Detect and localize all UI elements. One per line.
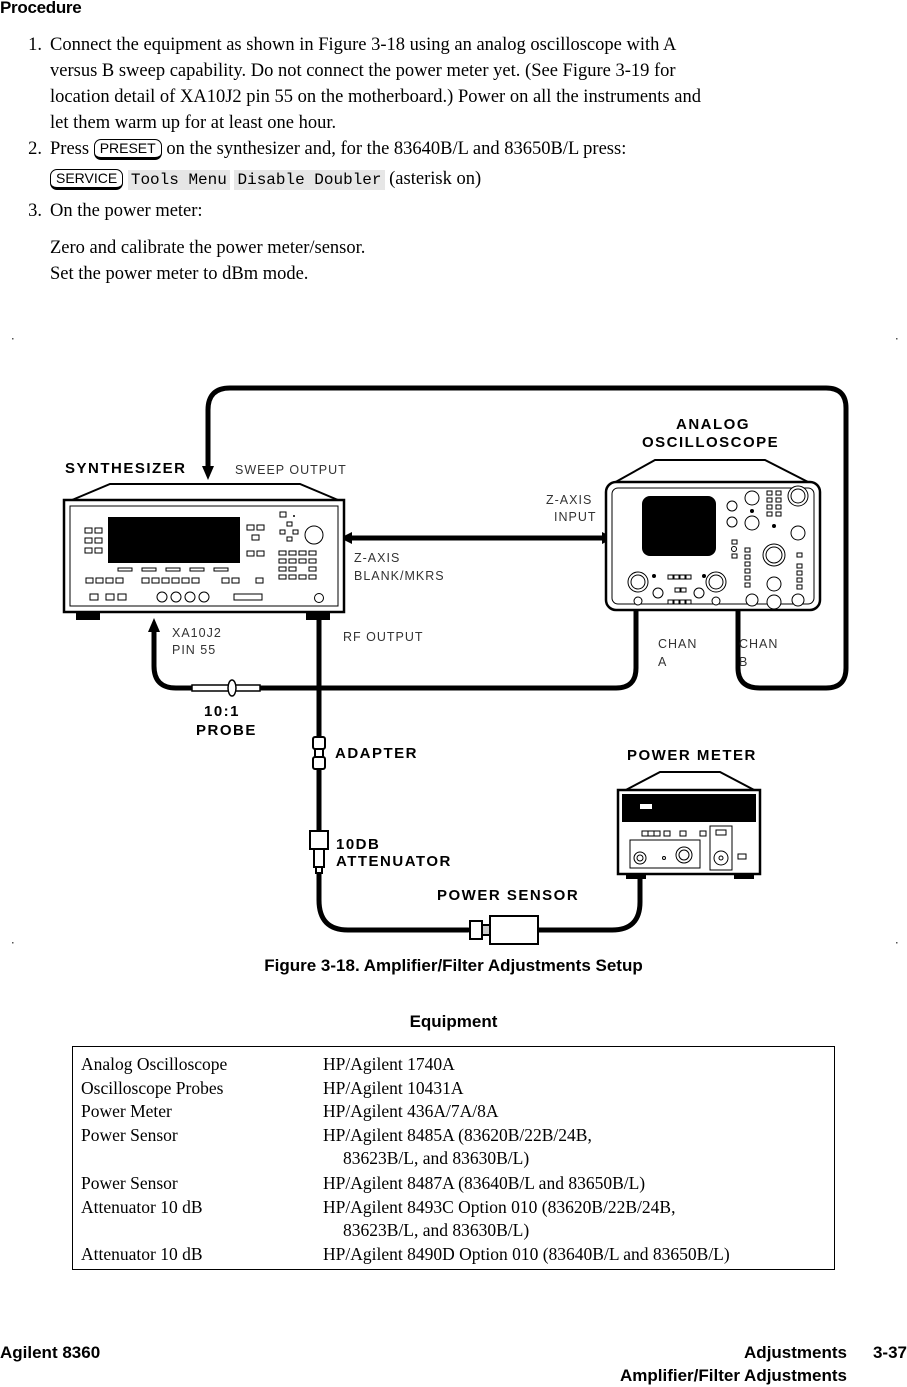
- equipment-name: Attenuator 10 dB: [81, 1244, 203, 1264]
- step-body: Connect the equipment as shown in Figure…: [50, 32, 907, 136]
- note-line: Zero and calibrate the power meter/senso…: [50, 238, 366, 258]
- equipment-model: HP/Agilent 8485A (83620B/22B/24B,: [323, 1125, 592, 1145]
- probe-label: PROBE: [196, 722, 257, 739]
- equipment-name: Power Sensor: [81, 1125, 178, 1145]
- sensor-cable: [535, 857, 643, 933]
- attenuator-label: 10DB: [336, 836, 380, 853]
- step-text: Press: [50, 139, 90, 159]
- adapter-label: ADAPTER: [335, 745, 418, 762]
- power-sensor-label: POWER SENSOR: [437, 887, 579, 904]
- equipment-model: 83623B/L, and 83630B/L): [343, 1220, 530, 1240]
- softkey-disable-doubler[interactable]: Disable Doubler: [234, 170, 385, 190]
- chan-a-label: A: [658, 655, 667, 669]
- preset-key[interactable]: PRESET: [93, 139, 162, 160]
- oscilloscope-icon: [604, 459, 822, 612]
- chan-b-label: B: [739, 655, 748, 669]
- equipment-model: HP/Agilent 10431A: [323, 1078, 464, 1098]
- oscilloscope-label: ANALOG: [676, 416, 750, 433]
- xa10j2-label: XA10J2: [172, 626, 222, 640]
- equipment-heading: Equipment: [409, 1012, 498, 1031]
- power-meter-icon: [616, 771, 762, 879]
- chan-b-label: CHAN: [739, 637, 778, 651]
- equipment-model: HP/Agilent 8493C Option 010 (83620B/22B/…: [323, 1197, 676, 1217]
- footer-page-number: 3-37: [872, 1343, 907, 1362]
- service-key[interactable]: SERVICE: [50, 169, 124, 190]
- corner-mark: [12, 338, 14, 340]
- equipment-model: HP/Agilent 8490D Option 010 (83640B/L an…: [323, 1244, 730, 1264]
- step-number: 2.: [28, 139, 42, 159]
- corner-mark: [896, 942, 898, 944]
- equipment-name: Power Sensor: [81, 1173, 178, 1193]
- oscilloscope-label: OSCILLOSCOPE: [642, 434, 779, 451]
- arrow-icon: [202, 466, 214, 480]
- step-line: Connect the equipment as shown in Figure…: [50, 35, 677, 55]
- probe-label: 10:1: [204, 703, 240, 720]
- probe-icon: [191, 679, 261, 697]
- sweep-output-cable: [205, 385, 849, 691]
- equipment-model: HP/Agilent 436A/7A/8A: [323, 1101, 499, 1121]
- footer-section: Adjustments: [744, 1343, 847, 1362]
- attenuator-icon: [309, 830, 329, 874]
- equipment-table: Analog Oscilloscope HP/Agilent 1740A Osc…: [72, 1046, 835, 1270]
- equipment-name: Power Meter: [81, 1101, 172, 1121]
- z-axis-input-label: INPUT: [554, 510, 597, 524]
- softkey-tools-menu[interactable]: Tools Menu: [127, 170, 230, 190]
- z-axis-blank-label: Z-AXIS: [354, 551, 400, 565]
- step-number: 3.: [28, 201, 42, 221]
- power-sensor-icon: [469, 915, 539, 945]
- equipment-model: 83623B/L, and 83630B/L): [343, 1148, 530, 1168]
- chan-a-label: CHAN: [658, 637, 697, 651]
- step-line: versus B sweep capability. Do not connec…: [50, 61, 676, 81]
- equipment-name: Oscilloscope Probes: [81, 1078, 224, 1098]
- step-3-notes: Zero and calibrate the power meter/senso…: [50, 235, 365, 287]
- footer-product: Agilent 8360: [0, 1343, 101, 1362]
- corner-mark: [12, 942, 14, 944]
- step-text: (asterisk on): [389, 169, 482, 189]
- synthesizer-label: SYNTHESIZER: [65, 460, 187, 477]
- corner-mark: [896, 338, 898, 340]
- probe-cable: [151, 603, 639, 691]
- step-line: let them warm up for at least one hour.: [50, 113, 337, 133]
- sweep-output-label: SWEEP OUTPUT: [235, 463, 347, 477]
- arrow-icon: [148, 618, 160, 632]
- step-body: Press PRESET on the synthesizer and, for…: [50, 136, 907, 192]
- equipment-name: Attenuator 10 dB: [81, 1197, 203, 1217]
- figure-caption: Figure 3-18. Amplifier/Filter Adjustment…: [264, 956, 643, 975]
- sensor-cable: [316, 869, 471, 933]
- step-line: location detail of XA10J2 pin 55 on the …: [50, 87, 701, 107]
- equipment-model: HP/Agilent 8487A (83640B/L and 83650B/L): [323, 1173, 646, 1193]
- synthesizer-icon: [62, 483, 346, 620]
- z-axis-blank-label: BLANK/MKRS: [354, 569, 445, 583]
- z-axis-input-label: Z-AXIS: [546, 493, 592, 507]
- attenuator-label: ATTENUATOR: [336, 853, 452, 870]
- power-meter-label: POWER METER: [627, 747, 757, 764]
- note-line: Set the power meter to dBm mode.: [50, 264, 309, 284]
- pin55-label: PIN 55: [172, 643, 216, 657]
- adapter-icon: [312, 736, 326, 770]
- equipment-model: HP/Agilent 1740A: [323, 1054, 455, 1074]
- section-title: Procedure: [0, 0, 82, 17]
- rf-output-label: RF OUTPUT: [343, 630, 424, 644]
- setup-diagram: SYNTHESIZER SWEEP OUTPUT Z-AXIS BLANK/MK…: [12, 338, 898, 945]
- step-text: on the synthesizer and, for the 83640B/L…: [166, 139, 627, 159]
- equipment-name: Analog Oscilloscope: [81, 1054, 228, 1074]
- arrow-icon: [340, 532, 352, 544]
- footer-subsection: Amplifier/Filter Adjustments: [619, 1366, 847, 1385]
- step-number: 1.: [28, 35, 42, 55]
- step-body: On the power meter:: [50, 201, 203, 221]
